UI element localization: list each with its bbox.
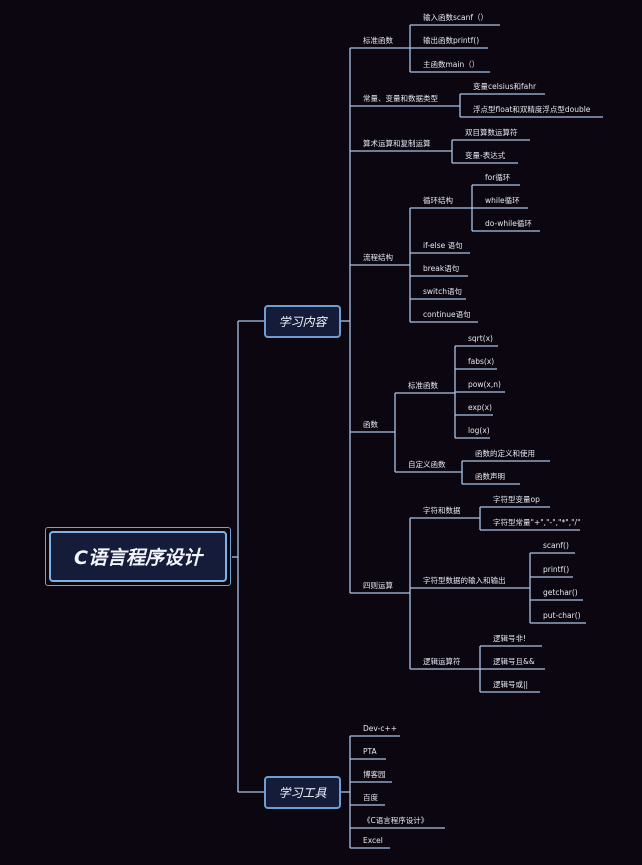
node-label[interactable]: 字符型变量op	[493, 495, 540, 504]
node-label[interactable]: pow(x,n)	[468, 380, 501, 389]
node-label[interactable]: 字符和数据	[423, 506, 461, 515]
node-label[interactable]: 循环结构	[423, 196, 453, 205]
node-label[interactable]: do-while循环	[485, 219, 532, 228]
node-label[interactable]: PTA	[363, 747, 377, 756]
node-label[interactable]: 双目算数运算符	[465, 128, 518, 137]
node-label[interactable]: 主函数main（）	[423, 60, 480, 69]
node-label[interactable]: put-char()	[543, 611, 581, 620]
node-label[interactable]: fabs(x)	[468, 357, 495, 366]
node-label[interactable]: scanf()	[543, 541, 569, 550]
node-label[interactable]: for循环	[485, 173, 511, 182]
node-label[interactable]: 逻辑号非!	[493, 634, 527, 643]
branch-node-study-tools[interactable]: 学习工具	[264, 776, 341, 809]
node-label[interactable]: 字符型数据的输入和输出	[423, 576, 506, 585]
node-label[interactable]: 输入函数scanf（）	[423, 13, 489, 22]
root-node-frame	[45, 527, 231, 586]
node-label[interactable]: log(x)	[468, 426, 490, 435]
node-label[interactable]: continue语句	[423, 310, 471, 319]
node-label[interactable]: 百度	[363, 793, 378, 802]
node-label[interactable]: 逻辑运算符	[423, 657, 461, 666]
node-label[interactable]: 《C语言程序设计》	[363, 816, 429, 825]
node-label[interactable]: 变量celsius和fahr	[473, 82, 537, 91]
node-label[interactable]: exp(x)	[468, 403, 492, 412]
node-label[interactable]: Dev-c++	[363, 724, 398, 733]
node-label[interactable]: printf()	[543, 565, 570, 574]
node-label[interactable]: 四则运算	[363, 581, 393, 590]
node-label[interactable]: 常量、变量和数据类型	[363, 94, 438, 103]
node-label[interactable]: 逻辑号且&&	[493, 657, 535, 666]
node-label[interactable]: 字符型常量"+","-","*","/"	[493, 518, 581, 527]
root-node[interactable]: C语言程序设计	[49, 531, 227, 582]
node-label[interactable]: 函数的定义和使用	[475, 449, 535, 458]
node-label[interactable]: 逻辑号或||	[493, 680, 529, 689]
node-label[interactable]: 标准函数	[408, 381, 438, 390]
node-label[interactable]: 函数声明	[475, 472, 505, 481]
node-label[interactable]: getchar()	[543, 588, 578, 597]
node-label[interactable]: sqrt(x)	[468, 334, 493, 343]
node-label[interactable]: 流程结构	[363, 253, 393, 262]
node-label[interactable]: 变量-表达式	[465, 151, 506, 160]
node-label[interactable]: if-else 语句	[423, 241, 463, 250]
branch-node-study-content[interactable]: 学习内容	[264, 305, 341, 338]
node-label[interactable]: while循环	[485, 196, 520, 205]
node-label[interactable]: break语句	[423, 264, 460, 273]
node-label[interactable]: 标准函数	[363, 36, 393, 45]
node-label[interactable]: switch语句	[423, 287, 462, 296]
node-label[interactable]: 输出函数printf()	[423, 36, 480, 45]
node-label[interactable]: 自定义函数	[408, 460, 446, 469]
node-label[interactable]: 函数	[363, 420, 378, 429]
node-label[interactable]: 算术运算和复制运算	[363, 139, 431, 148]
node-label[interactable]: 浮点型float和双精度浮点型double	[473, 105, 591, 114]
node-label[interactable]: Excel	[363, 836, 383, 845]
node-label[interactable]: 博客园	[363, 770, 386, 779]
